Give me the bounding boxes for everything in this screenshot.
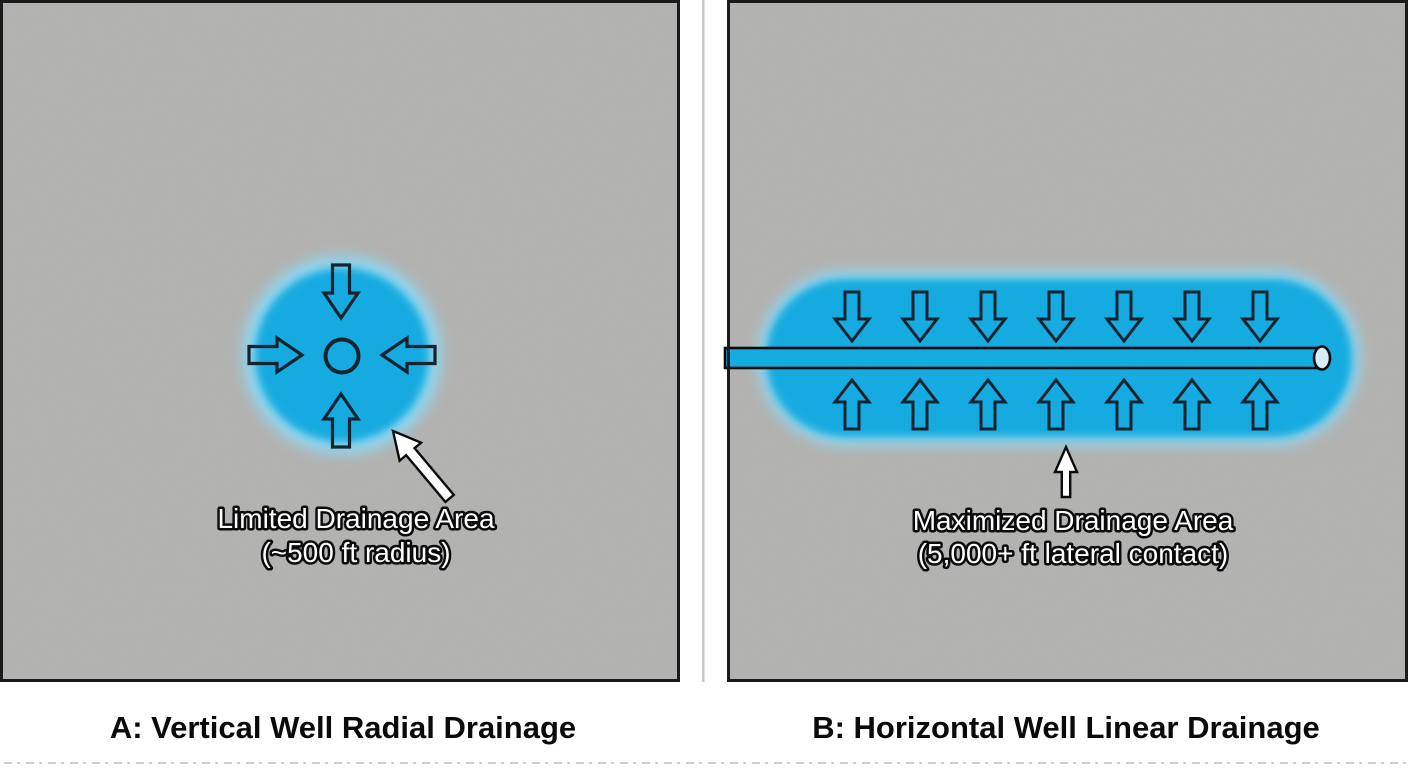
panel-b-border <box>727 0 1408 682</box>
pointer-arrow-icon <box>391 429 456 504</box>
panel-divider <box>702 0 705 682</box>
panel-a: Limited Drainage Area (~500 ft radius) <box>0 0 680 682</box>
panel-a-label-line2: (~500 ft radius) <box>261 537 450 568</box>
pointer-arrow-icon <box>1053 444 1079 499</box>
radial-drainage-area <box>255 268 429 442</box>
pipe-end-cap-icon <box>1312 345 1332 371</box>
panel-b-label-line1: Maximized Drainage Area <box>913 505 1234 536</box>
panel-a-border <box>0 0 680 682</box>
horizontal-well-pipe-icon <box>723 346 1324 370</box>
panel-b-caption: B: Horizontal Well Linear Drainage <box>812 710 1320 745</box>
panel-a-caption: A: Vertical Well Radial Drainage <box>110 710 576 745</box>
panel-b-label-line2: (5,000+ ft lateral contact) <box>918 538 1229 569</box>
panel-b: Maximized Drainage Area (5,000+ ft later… <box>723 0 1408 682</box>
panel-a-label-line1: Limited Drainage Area <box>217 503 494 534</box>
vertical-wellbore-icon <box>323 337 361 375</box>
